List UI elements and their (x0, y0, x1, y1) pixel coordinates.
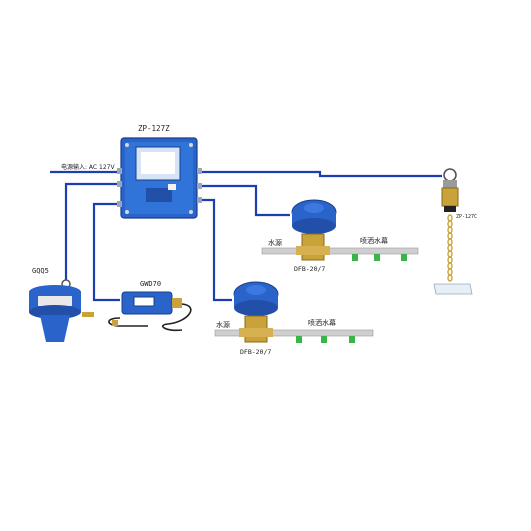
ground-plate (433, 283, 473, 295)
gqq5-label: GQQ5 (32, 267, 49, 275)
upper-water-source-label: 水源 (268, 238, 282, 247)
controller-zp127z: ZP-127Z (117, 124, 202, 219)
upper-nozzle-2 (374, 254, 380, 261)
upper-valve-label: DFB-20/7 (294, 265, 325, 273)
pull-switch-zp127c: ZP-127C (433, 168, 477, 295)
power-input-label: 电源输入: AC 127V (61, 163, 115, 171)
lower-nozzle-2 (321, 336, 327, 343)
lower-nozzle-3 (349, 336, 355, 343)
sensor-gqq5: GQQ5 (29, 267, 94, 342)
valve-upper: 水源 喷洒水幕 DFB-20/7 (261, 199, 419, 273)
lower-nozzle-1 (296, 336, 302, 343)
lower-spray-curtain-label: 喷洒水幕 (308, 318, 336, 327)
wiring (50, 170, 442, 302)
wire-to-pull-switch (196, 170, 442, 178)
gwd70-label: GWD70 (140, 280, 161, 288)
controller-label: ZP-127Z (138, 124, 170, 133)
lower-pipe (214, 329, 374, 337)
valve-lower: 水源 喷洒水幕 DFB-20/7 (214, 281, 374, 356)
upper-nozzle-1 (352, 254, 358, 261)
lower-water-source-label: 水源 (216, 320, 230, 329)
upper-spray-curtain-label: 喷洒水幕 (360, 236, 388, 245)
wire-to-gqq5 (64, 182, 122, 280)
wire-to-lower-valve (196, 198, 232, 302)
sensor-gwd70: GWD70 (108, 280, 192, 332)
lower-valve-label: DFB-20/7 (240, 348, 271, 356)
upper-nozzle-3 (401, 254, 407, 261)
pull-chain (447, 214, 453, 282)
pull-switch-label: ZP-127C (456, 214, 477, 220)
wire-to-gwd70 (92, 202, 122, 302)
wire-to-upper-valve (196, 184, 290, 217)
upper-pipe (261, 247, 419, 255)
